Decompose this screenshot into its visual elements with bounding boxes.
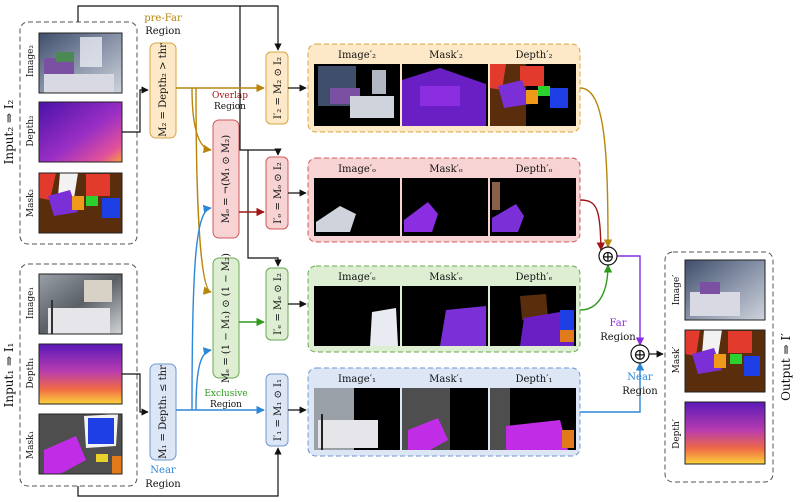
far-out-region-label: Region xyxy=(600,332,636,343)
input2-depth-label: Depth₂ xyxy=(26,115,36,147)
near-out-label: Near xyxy=(627,372,653,383)
exclusive-region-label: Region xyxy=(210,400,242,410)
pre-far-label: pre-Far xyxy=(144,13,182,24)
pre-far-region-label: Region xyxy=(145,26,181,37)
output-title: Output ⇒ I′ xyxy=(779,333,793,401)
rowo-group: Image′ₒ Mask′ₒ Depth′ₒ xyxy=(307,157,581,243)
row1-depth-label: Depth′₁ xyxy=(515,374,552,385)
mo-box: Mₒ = ¬(M₁ ⊙ M₂) xyxy=(212,119,240,239)
row2-group: Image′₂ Mask′₂ Depth′₂ xyxy=(307,43,581,133)
rowo-image-thumbnail xyxy=(314,178,400,236)
far-sum-node: ⊕ xyxy=(598,246,618,266)
output-image-thumbnail xyxy=(684,259,766,321)
input1-image-thumbnail xyxy=(38,273,123,335)
me-formula: Mₑ = (1 − M₁) ⊙ (1 − M₂) xyxy=(221,253,232,383)
rowo-image-label: Image′ₒ xyxy=(338,164,376,175)
rowe-mask-thumbnail xyxy=(402,286,488,346)
ie-box: I′ₑ = Mₑ ⊙ I₂ xyxy=(265,267,289,341)
overlap-region-label: Region xyxy=(214,102,246,112)
near-label: Near xyxy=(150,465,176,476)
input1-mask-label: Mask₁ xyxy=(26,431,36,459)
output-depth-label: Depth′ xyxy=(672,419,682,449)
input1-group: Input₁ ⇒ I₁ Image₁ Depth₁ Mask₁ xyxy=(2,263,138,487)
far-out-label: Far xyxy=(609,318,626,329)
ie-formula: I′ₑ = Mₑ ⊙ I₂ xyxy=(273,273,284,335)
input2-image-label: Image₂ xyxy=(26,45,36,78)
input2-mask-thumbnail xyxy=(38,172,123,234)
m2-formula: M₂ = Depth₂ > thr xyxy=(158,43,169,137)
io-formula: I′ₒ = Mₒ ⊙ I₂ xyxy=(273,162,284,224)
output-group: Output ⇒ I′ Image′ Mask′ Depth′ xyxy=(664,251,793,483)
m1-formula: M₁ = Depth₁ ≤ thr xyxy=(158,365,169,459)
row1-image-thumbnail xyxy=(314,388,400,450)
row1-depth-thumbnail xyxy=(490,388,576,450)
output-mask-label: Mask′ xyxy=(672,347,682,374)
input1-mask-thumbnail xyxy=(38,413,123,475)
near-out-region-label: Region xyxy=(622,386,658,397)
rowe-image-thumbnail xyxy=(314,286,400,346)
m2-box: M₂ = Depth₂ > thr xyxy=(149,42,177,139)
input2-title: Input₂ ⇒ I₂ xyxy=(2,99,16,164)
mo-formula: Mₒ = ¬(M₁ ⊙ M₂) xyxy=(221,135,232,223)
far-sum-symbol: ⊕ xyxy=(601,247,614,266)
me-box: Mₑ = (1 − M₁) ⊙ (1 − M₂) xyxy=(212,253,240,383)
input2-mask-label: Mask₂ xyxy=(26,188,36,217)
rowe-image-label: Image′ₑ xyxy=(338,272,376,283)
row2-mask-label: Mask′₂ xyxy=(429,50,463,61)
row1-image-label: Image′₁ xyxy=(338,374,376,385)
rowe-depth-thumbnail xyxy=(490,286,576,346)
input1-depth-label: Depth₁ xyxy=(26,357,36,388)
row2-image-thumbnail xyxy=(314,64,400,126)
output-mask-thumbnail xyxy=(684,329,766,393)
input1-image-label: Image₁ xyxy=(26,287,36,319)
near-sum-node: ⊕ xyxy=(630,344,650,364)
row1-group: Image′₁ Mask′₁ Depth′₁ xyxy=(307,367,581,457)
i1-formula: I′₁ = M₁ ⊙ I₁ xyxy=(273,379,284,441)
row2-depth-thumbnail xyxy=(490,64,576,126)
row1-mask-thumbnail xyxy=(402,388,488,450)
exclusive-label: Exclusive xyxy=(204,389,247,399)
rowo-mask-thumbnail xyxy=(402,178,488,236)
near-region-label: Region xyxy=(145,479,181,490)
i1-box: I′₁ = M₁ ⊙ I₁ xyxy=(265,373,289,447)
row1-mask-label: Mask′₁ xyxy=(429,374,463,385)
overlap-label: Overlap xyxy=(212,91,248,101)
m1-box: M₁ = Depth₁ ≤ thr xyxy=(149,363,177,461)
i2-box: I′₂ = M₂ ⊙ I₂ xyxy=(265,51,289,125)
rowo-mask-label: Mask′ₒ xyxy=(429,164,463,175)
near-sum-symbol: ⊕ xyxy=(633,345,646,364)
i2-formula: I′₂ = M₂ ⊙ I₂ xyxy=(273,57,284,119)
rowo-depth-thumbnail xyxy=(490,178,576,236)
input1-depth-thumbnail xyxy=(38,343,123,405)
rowe-mask-label: Mask′ₑ xyxy=(429,272,463,283)
rowe-group: Image′ₑ Mask′ₑ Depth′ₑ xyxy=(307,265,581,353)
input2-image-thumbnail xyxy=(38,32,123,94)
rowe-depth-label: Depth′ₑ xyxy=(516,272,553,283)
rowo-depth-label: Depth′ₒ xyxy=(516,164,553,175)
input2-group: Input₂ ⇒ I₂ Image₂ Depth₂ Mask₂ xyxy=(2,21,138,245)
io-box: I′ₒ = Mₒ ⊙ I₂ xyxy=(265,156,289,230)
connectors xyxy=(77,5,664,497)
input1-title: Input₁ ⇒ I₁ xyxy=(2,343,16,408)
output-image-label: Image′ xyxy=(672,275,682,306)
output-depth-thumbnail xyxy=(684,401,766,465)
input2-depth-thumbnail xyxy=(38,101,123,163)
row2-image-label: Image′₂ xyxy=(338,50,376,61)
row2-mask-thumbnail xyxy=(402,64,488,126)
row2-depth-label: Depth′₂ xyxy=(515,50,552,61)
